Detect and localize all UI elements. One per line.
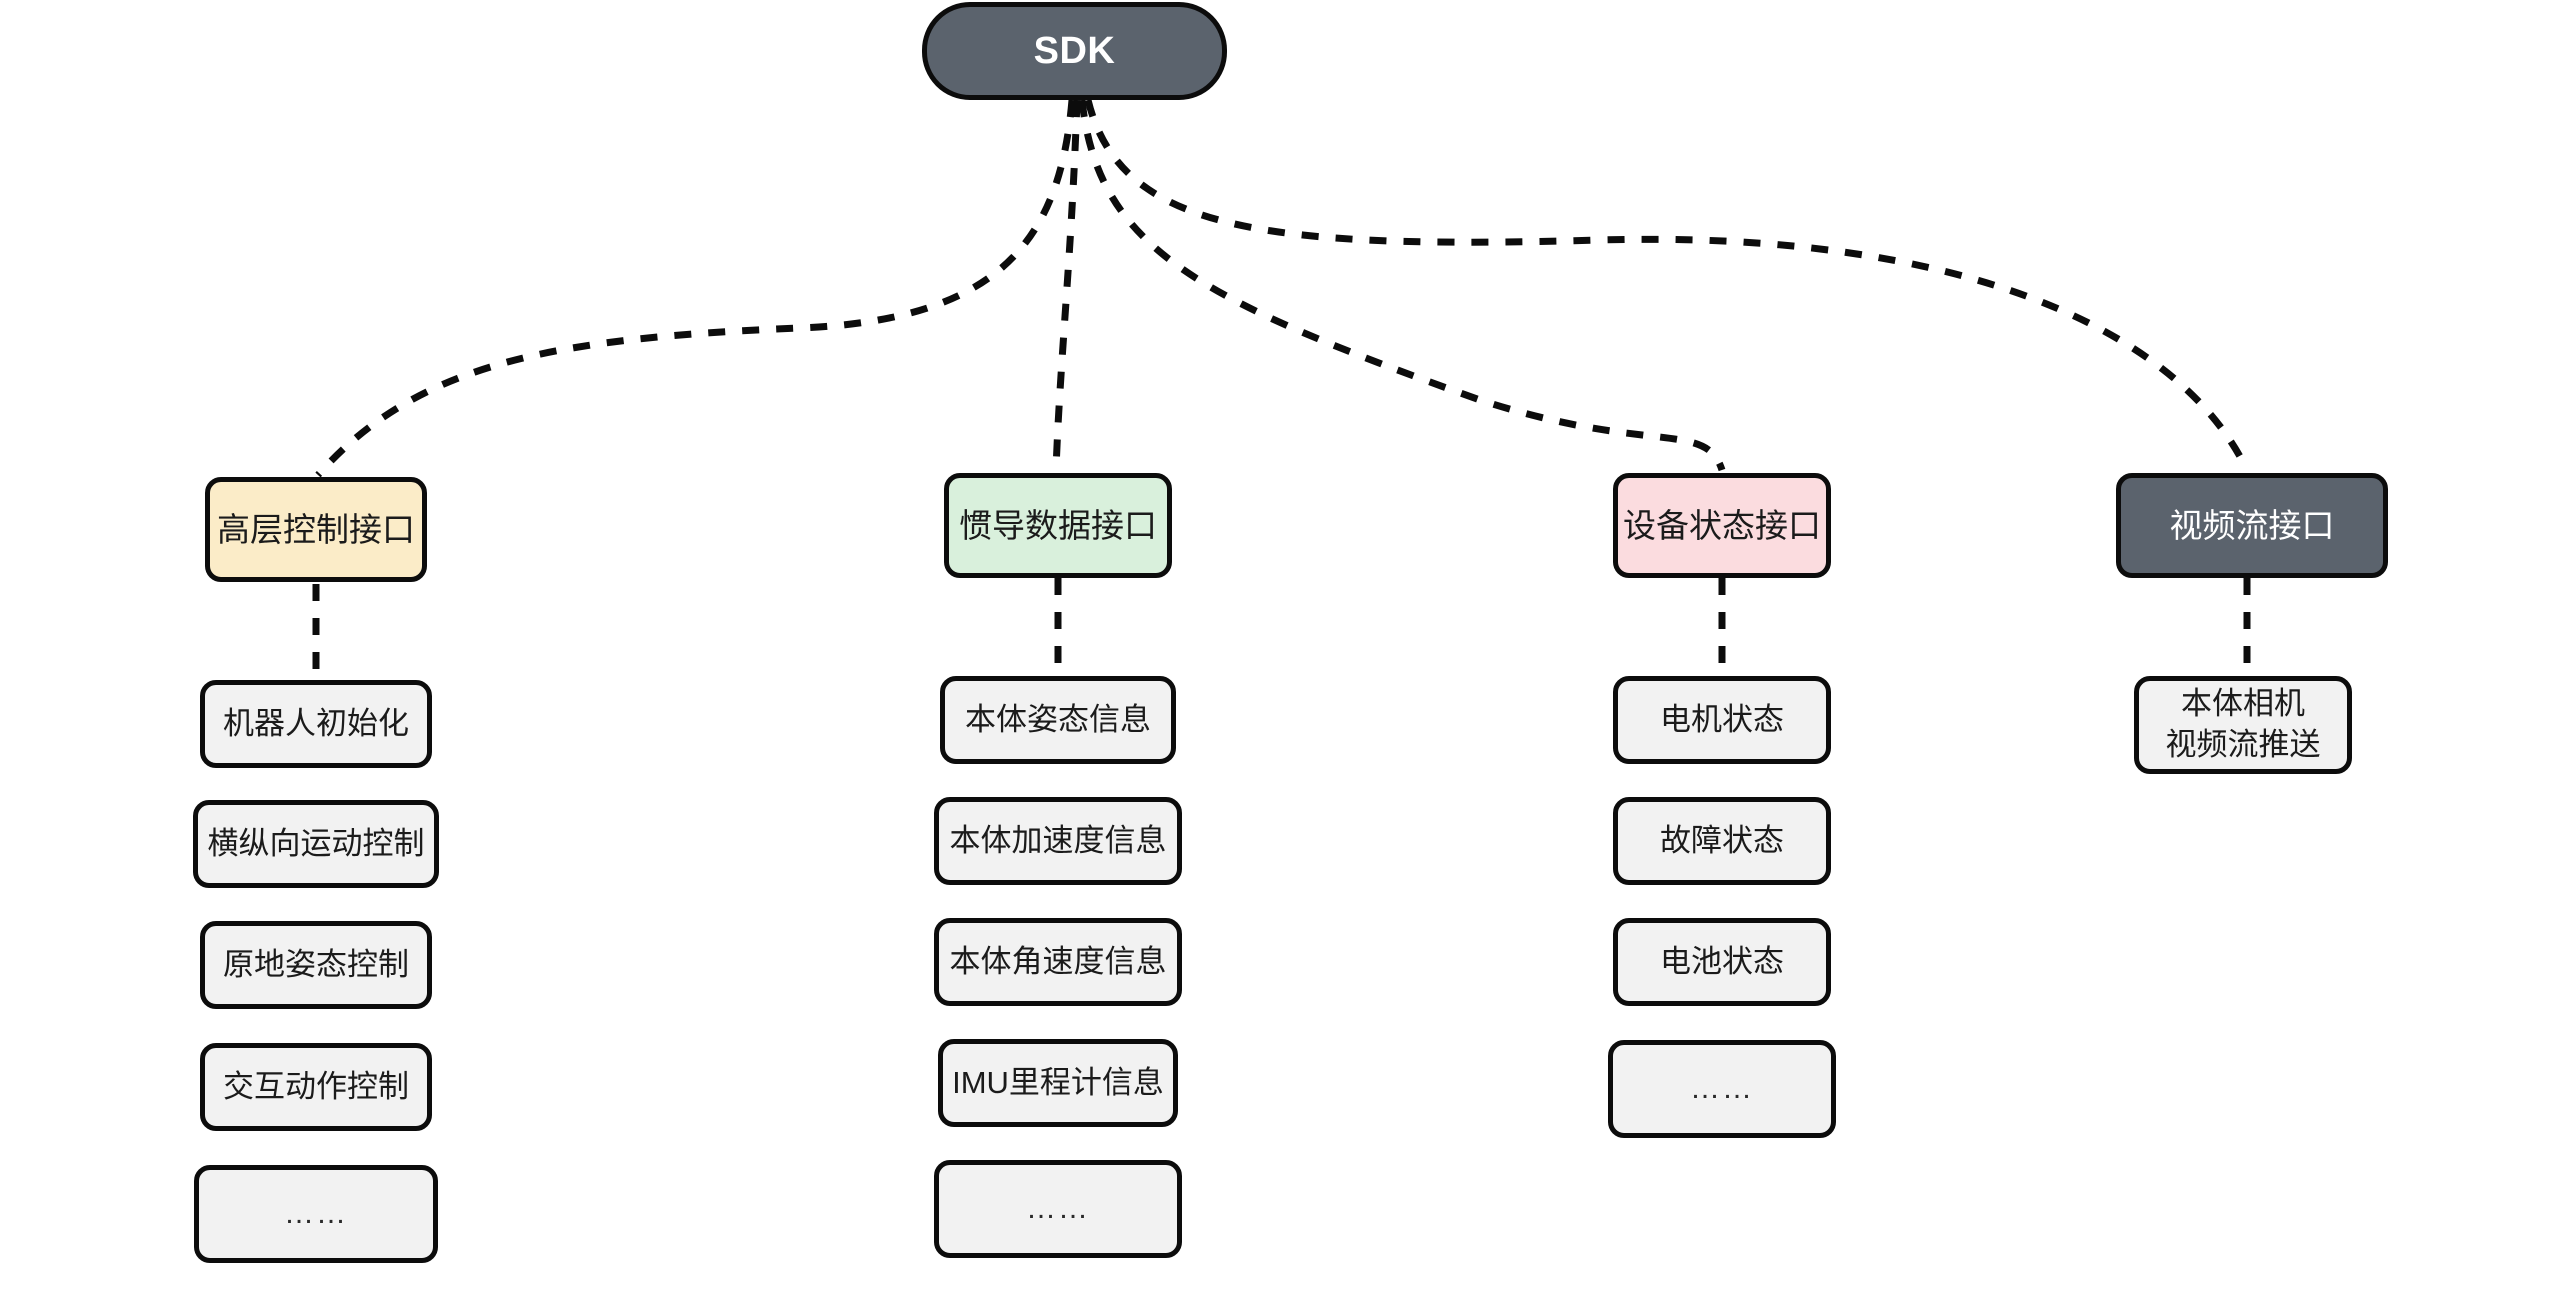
edge-sdk-to-video-stream xyxy=(1084,99,2251,472)
edge-sdk-to-inertial-navigation-data xyxy=(1052,99,1081,471)
node-leaf-body-acceleration-info[interactable]: 本体加速度信息 xyxy=(934,797,1182,885)
node-leaf-device-status-more[interactable]: …… xyxy=(1608,1040,1836,1138)
node-interface-device-status[interactable]: 设备状态接口 xyxy=(1613,473,1831,578)
node-leaf-in-place-posture-control[interactable]: 原地姿态控制 xyxy=(200,921,432,1009)
node-leaf-lateral-longitudinal-motion-control[interactable]: 横纵向运动控制 xyxy=(193,800,439,888)
node-interface-high-level-control[interactable]: 高层控制接口 xyxy=(205,477,427,582)
node-leaf-interactive-action-control[interactable]: 交互动作控制 xyxy=(200,1043,432,1131)
edge-sdk-to-device-status xyxy=(1078,99,1726,472)
edge-sdk-to-high-level-control xyxy=(315,99,1076,478)
node-leaf-high-level-control-more[interactable]: …… xyxy=(194,1165,438,1263)
node-leaf-fault-status[interactable]: 故障状态 xyxy=(1613,797,1831,885)
node-leaf-battery-status[interactable]: 电池状态 xyxy=(1613,918,1831,1006)
node-interface-inertial-navigation-data[interactable]: 惯导数据接口 xyxy=(944,473,1172,578)
node-leaf-motor-status[interactable]: 电机状态 xyxy=(1613,676,1831,764)
node-leaf-robot-init[interactable]: 机器人初始化 xyxy=(200,680,432,768)
node-leaf-imu-odometry-info[interactable]: IMU里程计信息 xyxy=(938,1039,1178,1127)
node-leaf-body-angular-velocity-info[interactable]: 本体角速度信息 xyxy=(934,918,1182,1006)
node-sdk-root[interactable]: SDK xyxy=(922,2,1227,100)
node-leaf-body-attitude-info[interactable]: 本体姿态信息 xyxy=(940,676,1176,764)
node-interface-video-stream[interactable]: 视频流接口 xyxy=(2116,473,2388,578)
node-leaf-body-camera-video-stream-push[interactable]: 本体相机 视频流推送 xyxy=(2134,676,2352,774)
node-leaf-inertial-navigation-data-more[interactable]: …… xyxy=(934,1160,1182,1258)
